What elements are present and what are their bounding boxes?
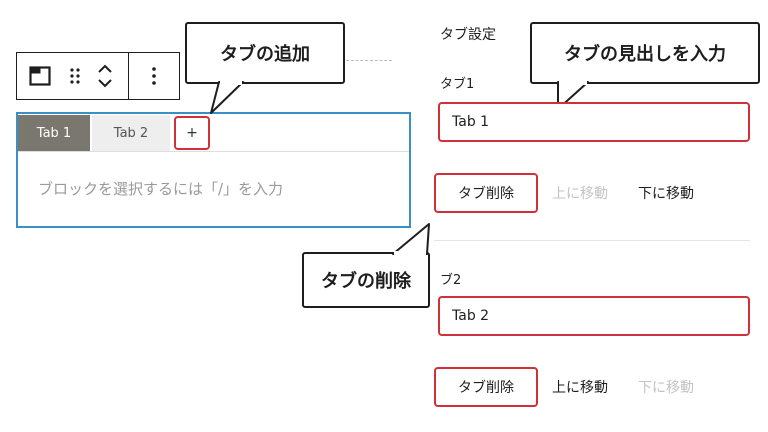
toolbar-group-options: [129, 53, 179, 99]
block-placeholder[interactable]: ブロックを選択するには「/」を入力: [38, 180, 284, 198]
tab-2-move-up-button[interactable]: 上に移動: [552, 380, 608, 396]
tab-1-label: タブ1: [440, 77, 475, 92]
block-toolbar: [16, 52, 180, 100]
tab-2[interactable]: Tab 2: [92, 115, 170, 151]
tab-1-delete-button[interactable]: タブ削除: [434, 173, 538, 213]
tab-2-actions: タブ削除 上に移動 下に移動: [434, 367, 694, 407]
tab-2-label: ブ2: [440, 273, 462, 288]
add-tab-button[interactable]: +: [174, 116, 210, 150]
tab-2-heading-input[interactable]: Tab 2: [438, 296, 750, 336]
callout-tab-heading: タブの見出しを入力: [530, 22, 760, 84]
dashed-guide: [346, 60, 392, 61]
tab-2-delete-button[interactable]: タブ削除: [434, 367, 538, 407]
tab-1-move-down-button[interactable]: 下に移動: [638, 186, 694, 202]
move-up-down-icon[interactable]: [87, 53, 123, 99]
tab-1-actions: タブ削除 上に移動 下に移動: [434, 173, 694, 213]
callout-add-tab: タブの追加: [185, 22, 345, 84]
callout-add-tab-tail: [210, 81, 244, 114]
tab-2-move-down-button[interactable]: 下に移動: [638, 380, 694, 396]
more-options-icon[interactable]: [151, 53, 157, 99]
tab-1-heading-input[interactable]: Tab 1: [438, 102, 750, 142]
tabs-block[interactable]: Tab 1 Tab 2 + ブロックを選択するには「/」を入力: [16, 112, 411, 228]
callout-delete-tab: タブの削除: [302, 252, 430, 308]
panel-title: タブ設定: [440, 27, 496, 43]
panel-divider: [434, 240, 750, 241]
tab-1[interactable]: Tab 1: [18, 115, 90, 151]
callout-delete-tab-tail: [392, 223, 430, 255]
tabs-header: Tab 1 Tab 2 +: [18, 114, 409, 152]
drag-handle-icon[interactable]: [63, 53, 87, 99]
tab-1-move-up-button[interactable]: 上に移動: [552, 186, 608, 202]
toolbar-group-primary: [17, 53, 129, 99]
tabs-block-icon[interactable]: [17, 53, 63, 99]
